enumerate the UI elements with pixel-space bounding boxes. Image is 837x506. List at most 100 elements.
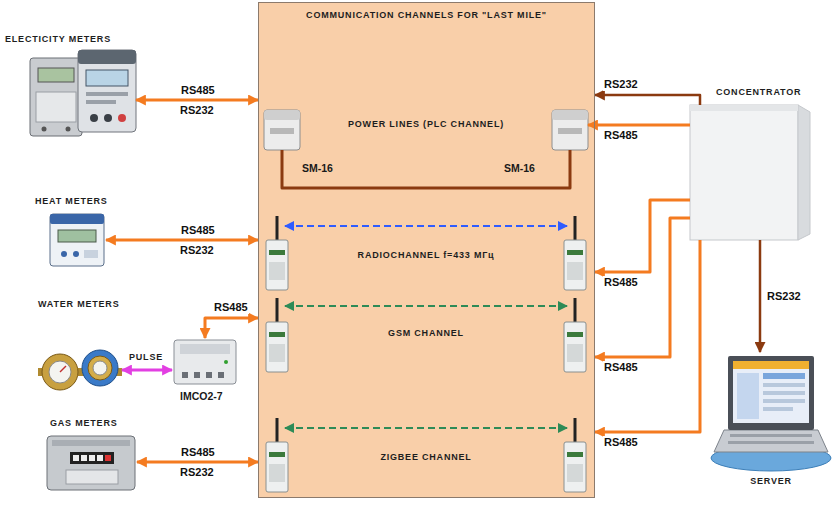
radio-modem-picture — [567, 250, 583, 255]
gsm-modem-picture — [269, 344, 285, 362]
heat-meter-picture — [73, 251, 79, 257]
label-holder: RS485 — [603, 436, 639, 449]
connector-label: RS485 — [603, 361, 639, 374]
zigbee-modem-picture — [266, 418, 586, 492]
label-holder: POWER LINES (PLC CHANNEL) — [348, 119, 504, 130]
electricity-meter-picture — [66, 127, 71, 132]
radio-modem-picture — [276, 216, 279, 240]
plc-modem-picture — [558, 128, 582, 134]
connector — [588, 124, 690, 127]
gsm-modem-picture — [266, 298, 586, 372]
plc-modem-picture — [264, 110, 588, 150]
water-meter-picture — [38, 350, 122, 390]
gsm-modem-picture — [574, 298, 577, 322]
label-holder: PULSE — [128, 352, 164, 363]
connector — [595, 200, 690, 272]
pulse-adapter-picture — [180, 344, 230, 354]
zigbee-link-arrow — [285, 427, 567, 429]
label-holder: GSM CHANNEL — [388, 328, 464, 339]
label-holder: ZIGBEE CHANNEL — [380, 452, 471, 463]
connector-label: RS232 — [766, 290, 802, 303]
plc-modem-picture — [264, 110, 300, 150]
electricity-meter-picture — [78, 50, 136, 64]
connector-label: PULSE — [128, 352, 164, 363]
concentrator-picture — [690, 105, 810, 240]
pulse-adapter-picture — [174, 340, 236, 384]
electricity-meter-picture — [30, 50, 136, 136]
concentrator-box: CONCENTRATOR — [690, 105, 810, 240]
gsm-modem-picture — [567, 332, 583, 337]
heat-meter-picture — [61, 251, 67, 257]
laptop-picture — [728, 356, 814, 430]
laptop-picture — [763, 383, 805, 387]
panel-title: COMMUNICATION CHANNELS FOR "LAST MILE" — [259, 10, 594, 21]
interface-label: RS232 — [180, 104, 214, 117]
device-label: SM-16 — [302, 162, 333, 175]
radio-modem-picture — [564, 240, 586, 290]
gas-meter-picture — [81, 455, 87, 461]
server-laptop: SERVER — [712, 352, 830, 470]
gas-meter-picture — [70, 452, 114, 464]
connector-label: RS485 — [213, 301, 249, 314]
gas-meter-picture — [105, 455, 111, 461]
channel-name: ZIGBEE CHANNEL — [380, 452, 471, 463]
gas-meter-picture — [66, 470, 118, 484]
laptop-picture — [714, 430, 828, 452]
meter-picture: GAS METERS — [45, 434, 137, 492]
connector-label: RS485 — [603, 276, 639, 289]
zigbee-modem-picture — [269, 464, 285, 482]
electricity-meter-picture — [78, 50, 136, 132]
label-holder: RS232 — [180, 104, 214, 117]
node-heading: CONCENTRATOR — [716, 87, 801, 98]
water-meter-picture — [49, 361, 71, 383]
electricity-meter-picture — [104, 114, 112, 122]
node-heading: HEAT METERS — [35, 196, 108, 207]
gas-meter-picture — [97, 455, 103, 461]
connector-label: RS485 — [603, 436, 639, 449]
gsm-modem-picture — [269, 332, 285, 337]
connector — [106, 239, 258, 242]
connector — [595, 218, 690, 357]
plc-modem-picture — [270, 128, 294, 134]
radio-link-arrow — [285, 225, 567, 227]
label-holder: RS485 — [603, 129, 639, 142]
electricity-meter-picture — [30, 58, 82, 136]
connector — [205, 318, 258, 338]
laptop-picture — [728, 441, 814, 444]
device-label: SM-16 — [504, 162, 535, 175]
radio-modem-picture — [269, 250, 285, 255]
laptop-picture — [711, 356, 831, 471]
label-holder: RS485 — [180, 224, 216, 237]
gsm-modem-picture — [276, 298, 279, 322]
zigbee-modem-picture — [567, 452, 583, 457]
laptop-picture — [733, 361, 809, 369]
zigbee-modem-picture — [567, 464, 583, 482]
pulse-adapter-picture — [218, 372, 224, 378]
radio-modem-picture — [266, 240, 288, 290]
gsm-modem-picture — [564, 322, 586, 372]
concentrator-picture — [690, 105, 798, 111]
electricity-meter-picture — [86, 70, 128, 86]
laptop-picture — [763, 391, 805, 395]
electricity-meter-picture — [118, 114, 126, 122]
radio-modem-picture — [269, 262, 285, 280]
laptop-picture — [763, 407, 793, 411]
gas-meter-picture — [47, 436, 135, 490]
connector-label: RS485 — [180, 84, 216, 97]
electricity-meter-picture — [86, 100, 116, 104]
connector — [122, 369, 172, 372]
water-meter-picture — [88, 356, 112, 380]
laptop-picture — [763, 373, 805, 379]
connector — [282, 150, 570, 188]
plc-modem-picture — [552, 110, 588, 150]
connector-label: RS232 — [603, 78, 639, 91]
gsm-link-arrow — [285, 305, 567, 307]
label-holder: RS485 — [603, 361, 639, 374]
interface-label: RS232 — [180, 466, 214, 479]
water-meter-picture — [82, 350, 118, 386]
gsm-modem-picture — [567, 344, 583, 362]
heat-meter-picture — [50, 214, 104, 266]
pulse-adapter-picture — [206, 372, 212, 378]
connector-label: RS485 — [180, 446, 216, 459]
concentrator-picture — [798, 105, 810, 240]
